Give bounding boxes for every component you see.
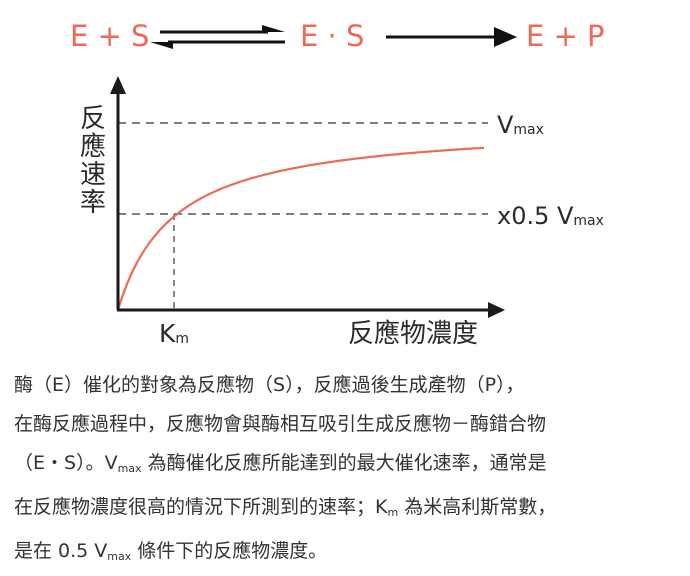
km-label: Km	[159, 319, 189, 348]
y-axis-label-char: 速	[80, 160, 106, 190]
vmax-label: Vmax	[497, 111, 544, 139]
x-axis	[117, 302, 505, 318]
caption-line: （E・S）。Vmax 為酶催化反應所能達到的最大催化速率，通常是	[14, 452, 547, 475]
caption-line: 在酶反應過程中，反應物會與酶相互吸引生成反應物－酶錯合物	[14, 413, 547, 435]
y-axis	[110, 76, 126, 310]
forward-arrow	[386, 27, 517, 47]
half-vmax-label: x0.5 Vmax	[497, 202, 604, 230]
equation-substrate: E + S	[70, 19, 149, 53]
x-axis-label: 反應物濃度	[348, 319, 478, 349]
caption-line: 是在 0.5 Vmax 條件下的反應物濃度。	[14, 540, 328, 563]
caption-line: 酶（E）催化的對象為反應物（S），反應過後生成產物（P），	[14, 374, 525, 396]
caption-line: 在反應物濃度很高的情況下所測到的速率；Km 為米高利斯常數，	[14, 496, 557, 519]
y-axis-label-char: 反	[80, 104, 106, 134]
caption: 酶（E）催化的對象為反應物（S），反應過後生成產物（P）， 在酶反應過程中，反應…	[14, 366, 682, 576]
equation-product: E + P	[526, 19, 605, 53]
enzyme-kinetics-diagram: E + S E · S E + P 反 應 速 率 反應物濃度 Km Vmax …	[70, 19, 605, 349]
y-axis-label-char: 應	[80, 132, 106, 162]
y-axis-label-char: 率	[80, 188, 106, 218]
michaelis-menten-curve	[116, 146, 485, 311]
reversible-arrow	[150, 25, 285, 49]
equation-complex: E · S	[300, 19, 364, 53]
